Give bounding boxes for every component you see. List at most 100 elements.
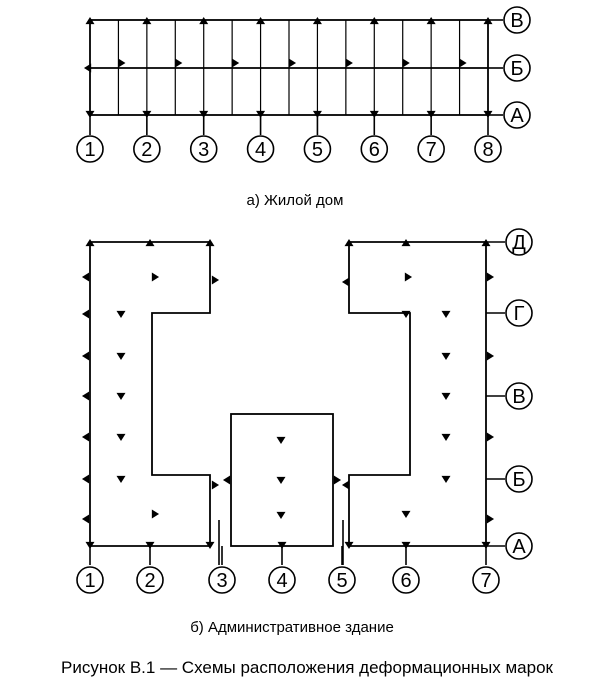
column-axis-bubble-6: 6 <box>392 566 420 594</box>
deformation-mark <box>369 16 379 25</box>
administrative-building-caption: б) Административное здание <box>190 619 394 636</box>
column-axis-bubble-1-circle <box>76 135 104 163</box>
deformation-mark <box>486 351 495 361</box>
column-axis-bubble-4-label: 4 <box>255 139 266 161</box>
column-axis-bubble-7: 7 <box>472 566 500 594</box>
row-axis-bubble-В-circle <box>505 382 533 410</box>
row-axis-bubble-Д-label: Д <box>512 232 526 254</box>
deformation-mark <box>312 16 322 25</box>
column-axis-bubble-4-circle <box>268 566 296 594</box>
row-axis-bubble-Б-circle <box>503 54 531 82</box>
deformation-mark <box>401 541 411 550</box>
deformation-mark <box>81 474 90 484</box>
deformation-mark <box>401 510 411 519</box>
deformation-mark <box>83 63 92 73</box>
column-axis-bubble-6-circle <box>360 135 389 163</box>
deformation-mark <box>116 392 126 401</box>
row-axis-bubble-В-label: В <box>510 10 523 32</box>
row-axis-bubble-Б-label: Б <box>512 469 525 491</box>
column-axis-bubble-3-circle <box>189 135 218 163</box>
row-axis-bubble-А-circle <box>505 532 533 560</box>
column-axis-bubble-5: 5 <box>328 566 356 594</box>
deformation-mark <box>277 541 287 550</box>
column-axis-bubble-4-circle <box>246 135 275 163</box>
residential-house-caption: а) Жилой дом <box>247 192 344 209</box>
deformation-mark <box>145 541 155 550</box>
deformation-mark <box>85 541 95 550</box>
column-axis-bubble-6: 6 <box>360 135 389 163</box>
deformation-mark <box>341 480 350 490</box>
column-axis-bubble-4: 4 <box>268 566 296 594</box>
deformation-mark <box>231 58 240 68</box>
row-axis-bubble-Д: Д <box>505 228 533 256</box>
column-axis-bubble-3-label: 3 <box>198 139 209 161</box>
row-axis-bubble-А-circle <box>503 101 531 129</box>
column-axis-bubble-1-label: 1 <box>84 570 95 592</box>
column-axis-bubble-7-circle <box>417 135 445 163</box>
deformation-mark <box>341 277 350 287</box>
deformation-mark <box>211 275 220 285</box>
deformation-mark <box>481 541 491 550</box>
column-axis-bubble-5-label: 5 <box>336 570 347 592</box>
deformation-mark <box>116 433 126 442</box>
deformation-mark <box>151 509 160 519</box>
column-axis-bubble-3-label: 3 <box>216 570 227 592</box>
deformation-mark <box>483 16 493 25</box>
deformation-mark <box>142 16 152 25</box>
deformation-mark <box>441 352 451 361</box>
row-axis-bubble-А: А <box>503 101 531 129</box>
deformation-mark <box>205 541 215 550</box>
deformation-mark <box>81 432 90 442</box>
column-axis-bubble-7-circle <box>472 566 500 594</box>
figure-caption: Рисунок В.1 — Схемы расположения деформа… <box>61 658 554 677</box>
deformation-mark <box>276 476 286 485</box>
deformation-mark <box>312 110 322 119</box>
column-axis-bubble-2: 2 <box>136 566 164 594</box>
column-axis-bubble-7-label: 7 <box>480 570 491 592</box>
deformation-mark <box>486 514 495 524</box>
column-axis-bubble-3-circle <box>208 566 236 594</box>
column-axis-bubble-5-circle <box>328 566 356 594</box>
column-axis-bubble-2-circle <box>133 135 161 163</box>
deformation-mark <box>116 475 126 484</box>
column-axis-bubble-2: 2 <box>133 135 161 163</box>
column-axis-bubble-4: 4 <box>246 135 275 163</box>
column-axis-bubble-2-label: 2 <box>141 139 152 161</box>
row-axis-bubble-А-label: А <box>510 105 524 127</box>
deformation-mark <box>85 16 95 25</box>
column-axis-bubble-2-label: 2 <box>144 570 155 592</box>
column-axis-bubble-6-label: 6 <box>369 139 380 161</box>
deformation-mark <box>276 511 286 520</box>
deformation-mark <box>211 480 220 490</box>
deformation-mark <box>175 58 183 68</box>
left-wing-outline <box>89 241 211 547</box>
row-axis-bubble-Г: Г <box>505 299 533 327</box>
deformation-mark <box>142 110 152 119</box>
deformation-mark <box>333 475 342 485</box>
row-axis-bubble-Г-label: Г <box>514 303 525 325</box>
column-axis-bubble-2-circle <box>136 566 164 594</box>
row-axis-bubble-В: В <box>505 382 533 410</box>
deformation-mark <box>256 110 266 119</box>
row-axis-bubble-А-label: А <box>512 536 526 558</box>
deformation-mark <box>256 16 266 25</box>
deformation-mark <box>116 310 126 319</box>
column-axis-bubble-4-label: 4 <box>276 570 287 592</box>
column-axis-bubble-8-label: 8 <box>482 139 493 161</box>
deformation-mark <box>81 309 90 319</box>
column-axis-bubble-5-circle <box>303 135 332 163</box>
deformation-mark <box>426 110 436 119</box>
deformation-mark <box>145 238 155 247</box>
deformation-mark <box>151 272 160 282</box>
row-axis-bubble-А: А <box>505 532 533 560</box>
column-axis-bubble-8: 8 <box>474 135 502 163</box>
deformation-mark <box>486 272 495 282</box>
column-axis-bubble-1: 1 <box>76 135 104 163</box>
deformation-mark <box>459 58 467 68</box>
deformation-mark <box>441 310 451 319</box>
row-axis-bubble-Д-circle <box>505 228 533 256</box>
column-axis-bubble-1: 1 <box>76 566 104 594</box>
deformation-mark <box>288 58 297 68</box>
column-axis-bubble-1-circle <box>76 566 104 594</box>
